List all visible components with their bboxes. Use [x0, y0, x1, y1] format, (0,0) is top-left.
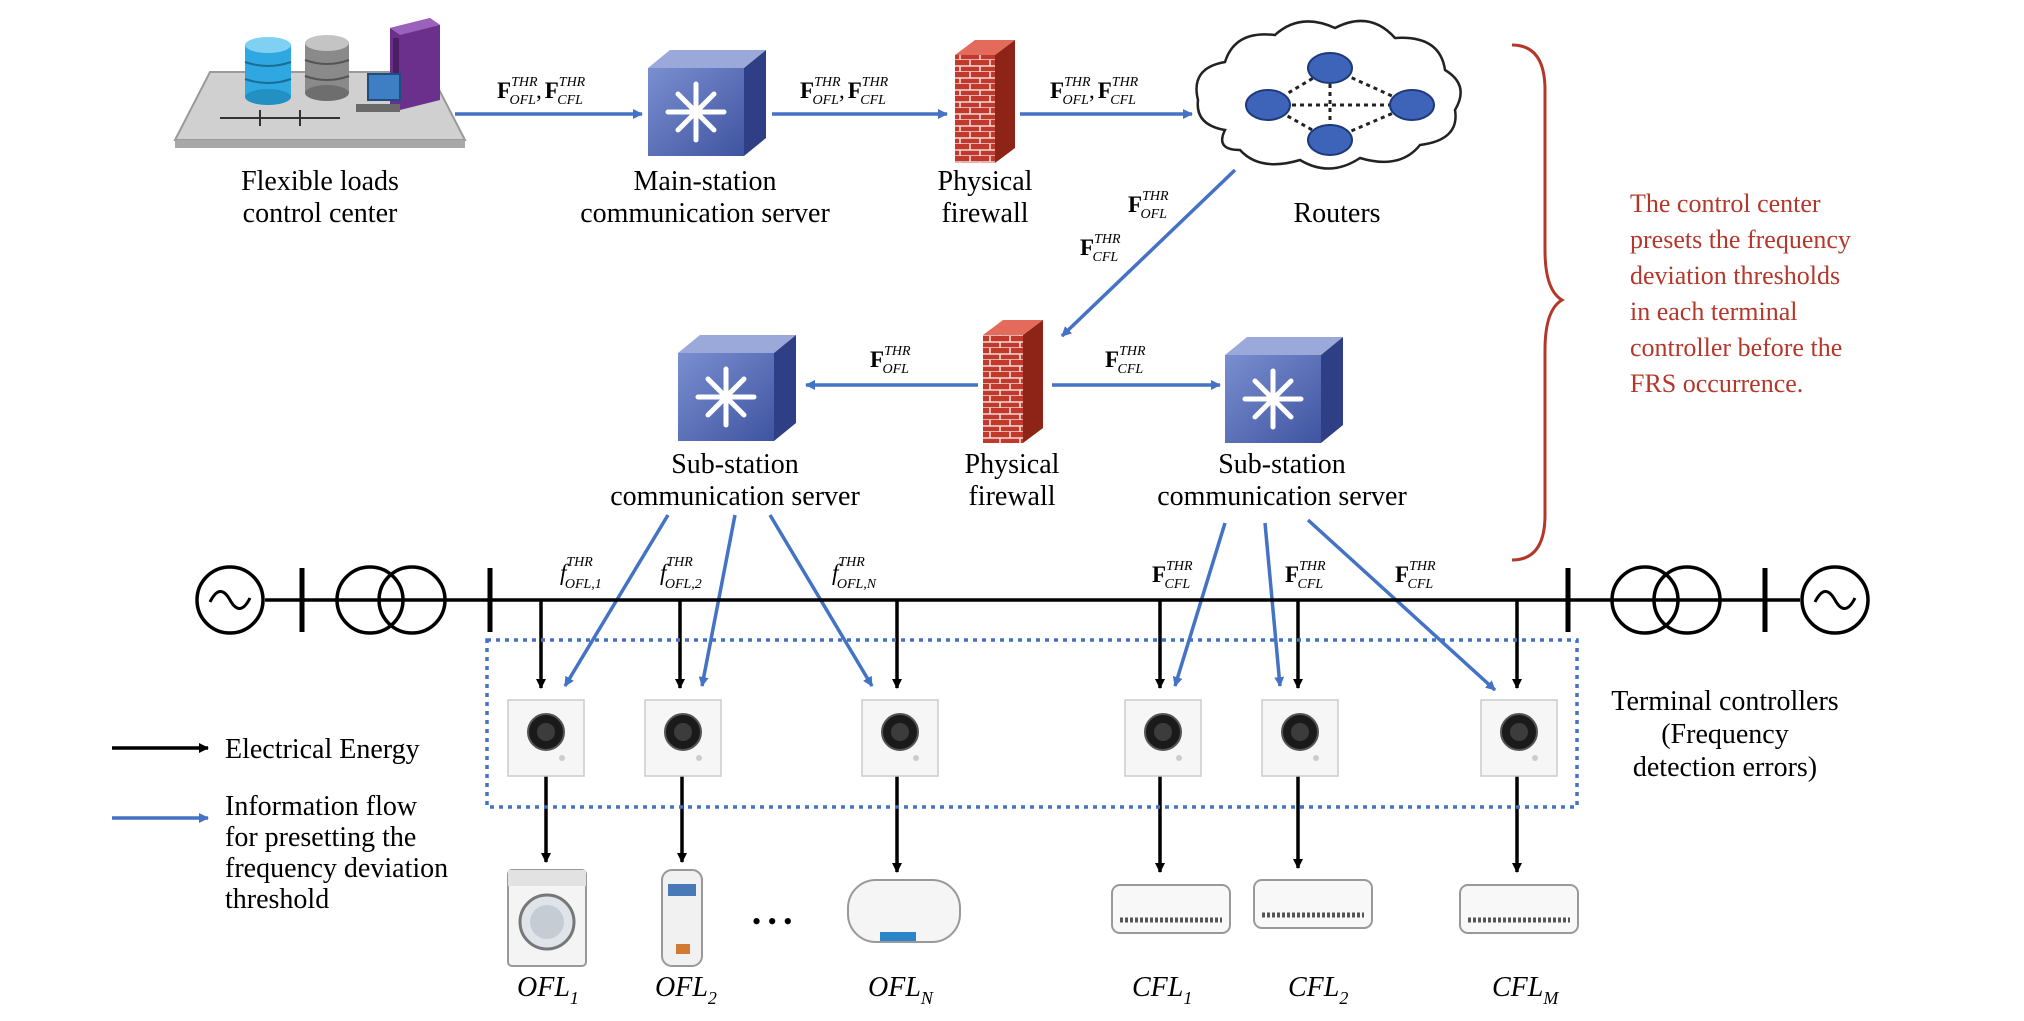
- air-conditioner-icon: [1253, 879, 1373, 929]
- control-center-label: Flexible loads: [241, 166, 399, 197]
- firewall-top-label: Physical: [938, 166, 1033, 197]
- power-line: [195, 565, 1870, 635]
- legend: Electrical Energy Information flow for p…: [112, 734, 448, 915]
- terminal-controllers-group: [485, 638, 1579, 809]
- firewall-icon: [955, 40, 1015, 163]
- info-flow-arrow: [1060, 168, 1237, 338]
- database-icon: [304, 35, 350, 101]
- routers-label: Routers: [1293, 198, 1380, 229]
- generator-icon: [195, 565, 265, 635]
- annotation-line: The control center: [1630, 189, 1821, 218]
- sub-server-left-label: communication server: [610, 481, 860, 512]
- terminal-controllers-label: (Frequency: [1661, 719, 1789, 750]
- legend-info-label: for presetting the: [225, 822, 416, 853]
- transformer-icon: [335, 565, 447, 635]
- water-heater-icon: [661, 869, 703, 967]
- main-server-icon: [648, 50, 766, 156]
- terminal-controllers-label: detection errors): [1633, 752, 1817, 783]
- generator-icon: [1800, 565, 1870, 635]
- annotation-line: deviation thresholds: [1630, 261, 1840, 290]
- info-flow-arrow: [1306, 518, 1497, 692]
- legend-info-label: Information flow: [225, 791, 418, 822]
- washing-machine-icon: [507, 869, 587, 967]
- thermostat-icon: [861, 699, 939, 777]
- main-server-label: Main-station: [633, 166, 776, 197]
- firewall-mid-label: firewall: [968, 481, 1055, 512]
- database-icon: [244, 37, 292, 105]
- controller-devices: [507, 699, 1558, 777]
- annotation-line: controller before the: [1630, 333, 1842, 362]
- device-label-cfl-2: CFL2: [1288, 972, 1348, 1008]
- device-label-ofl-n: OFLN: [868, 972, 934, 1008]
- thermostat-icon: [644, 699, 722, 777]
- annotation-line: presets the frequency: [1630, 225, 1851, 254]
- air-conditioner-icon: [1459, 884, 1579, 934]
- device-label-cfl-1: CFL1: [1132, 972, 1192, 1008]
- main-server-label: communication server: [580, 198, 830, 229]
- electrical-taps: [536, 600, 1522, 873]
- thermostat-icon: [1124, 699, 1202, 777]
- thermostat-icon: [507, 699, 585, 777]
- sub-server-left-label: Sub-station: [671, 449, 799, 480]
- annotation-line: in each terminal: [1630, 297, 1797, 326]
- control-center-icon: [173, 18, 467, 148]
- firewall-icon: [983, 320, 1043, 443]
- transformer-icon: [1610, 565, 1722, 635]
- firewall-mid-label: Physical: [965, 449, 1060, 480]
- annotation-line: FRS occurrence.: [1630, 369, 1803, 398]
- thermostat-icon: [1261, 699, 1339, 777]
- control-center-label: control center: [243, 198, 398, 229]
- terminal-controllers-label: Terminal controllers: [1611, 686, 1838, 717]
- air-conditioner-icon: [1111, 884, 1231, 934]
- device-label-ofl-2: OFL2: [655, 972, 717, 1008]
- curly-brace: [1511, 43, 1565, 562]
- device-label-cfl-m: CFLM: [1492, 972, 1559, 1008]
- electric-water-heater-icon: [847, 879, 961, 943]
- sub-server-right-icon: [1225, 337, 1343, 443]
- routers-cloud-icon: [1195, 19, 1462, 170]
- legend-info-label: frequency deviation: [225, 853, 448, 884]
- info-flow-arrow: [1263, 522, 1285, 687]
- server-tower-icon: [390, 18, 440, 110]
- firewall-top-label: firewall: [941, 198, 1028, 229]
- device-label-ofl-1: OFL1: [517, 972, 579, 1008]
- thermostat-icon: [1480, 699, 1558, 777]
- sub-server-right-label: communication server: [1157, 481, 1407, 512]
- info-flow-arrow: [1172, 522, 1227, 687]
- legend-info-label: threshold: [225, 884, 329, 915]
- legend-electrical-label: Electrical Energy: [225, 734, 420, 765]
- ellipsis: • • •: [752, 907, 792, 936]
- sub-server-left-icon: [678, 335, 796, 441]
- computer-icon: [356, 73, 401, 112]
- sub-server-right-label: Sub-station: [1218, 449, 1346, 480]
